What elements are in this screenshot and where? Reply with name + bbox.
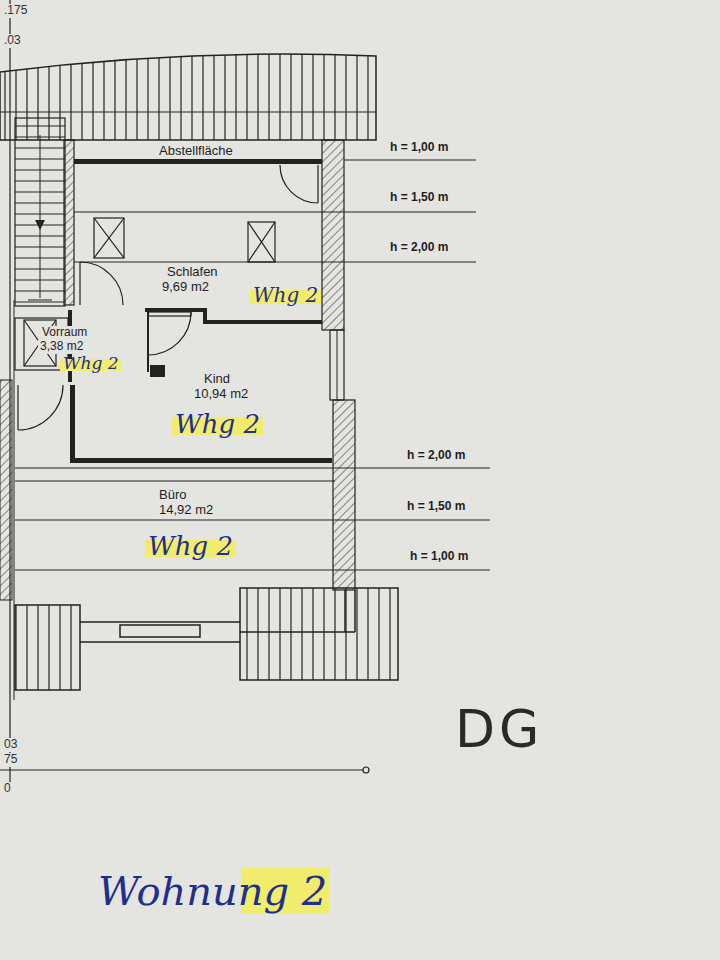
- storage-area: Abstellfläche: [75, 140, 322, 162]
- bedroom: Schlafen9,69 m2 Whg 2: [75, 165, 323, 315]
- height-label: h = 1,00 m: [388, 141, 450, 155]
- window-boxes: [15, 218, 275, 370]
- handwritten-title: Wohnung 2: [95, 868, 330, 914]
- room-area: 14,92 m2: [157, 503, 215, 518]
- handwritten-note: Whg 2: [145, 532, 236, 562]
- handwritten-note: Whg 2: [60, 354, 122, 374]
- room-name: Vorraum: [40, 326, 89, 340]
- dormers: [15, 588, 398, 690]
- dimension-fragment: .03: [4, 34, 21, 48]
- dimension-fragment: .175: [4, 4, 27, 18]
- handwritten-note: Whg 2: [172, 410, 263, 440]
- dimension-fragment: 0: [4, 782, 11, 796]
- room-area: 9,69 m2: [160, 280, 211, 295]
- height-label: h = 1,50 m: [388, 191, 450, 205]
- room-area: 10,94 m2: [192, 387, 250, 402]
- height-label: h = 2,00 m: [405, 449, 467, 463]
- dimension-fragment: 03: [4, 738, 17, 752]
- height-lines: [15, 160, 490, 570]
- dimension-fragment: 75: [4, 753, 17, 767]
- dimension-line: [0, 767, 369, 773]
- height-label: h = 1,00 m: [408, 550, 470, 564]
- entry-room: Vorraum3,38 m2Whg 2: [15, 318, 145, 378]
- handwritten-note: Whg 2: [250, 284, 321, 307]
- staircase: [15, 118, 65, 306]
- height-label: h = 1,50 m: [405, 500, 467, 514]
- room-name: Büro: [157, 488, 188, 503]
- room-name: Abstellfläche: [157, 144, 235, 159]
- office-room: Büro14,92 m2 Whg 2: [15, 468, 335, 603]
- child-room: Kind10,94 m2 Whg 2: [75, 325, 330, 458]
- height-label: h = 2,00 m: [388, 241, 450, 255]
- room-area: 3,38 m2: [38, 340, 85, 354]
- room-name: Schlafen: [165, 265, 220, 280]
- room-name: Kind: [202, 372, 232, 387]
- floor-label: DG: [455, 700, 543, 760]
